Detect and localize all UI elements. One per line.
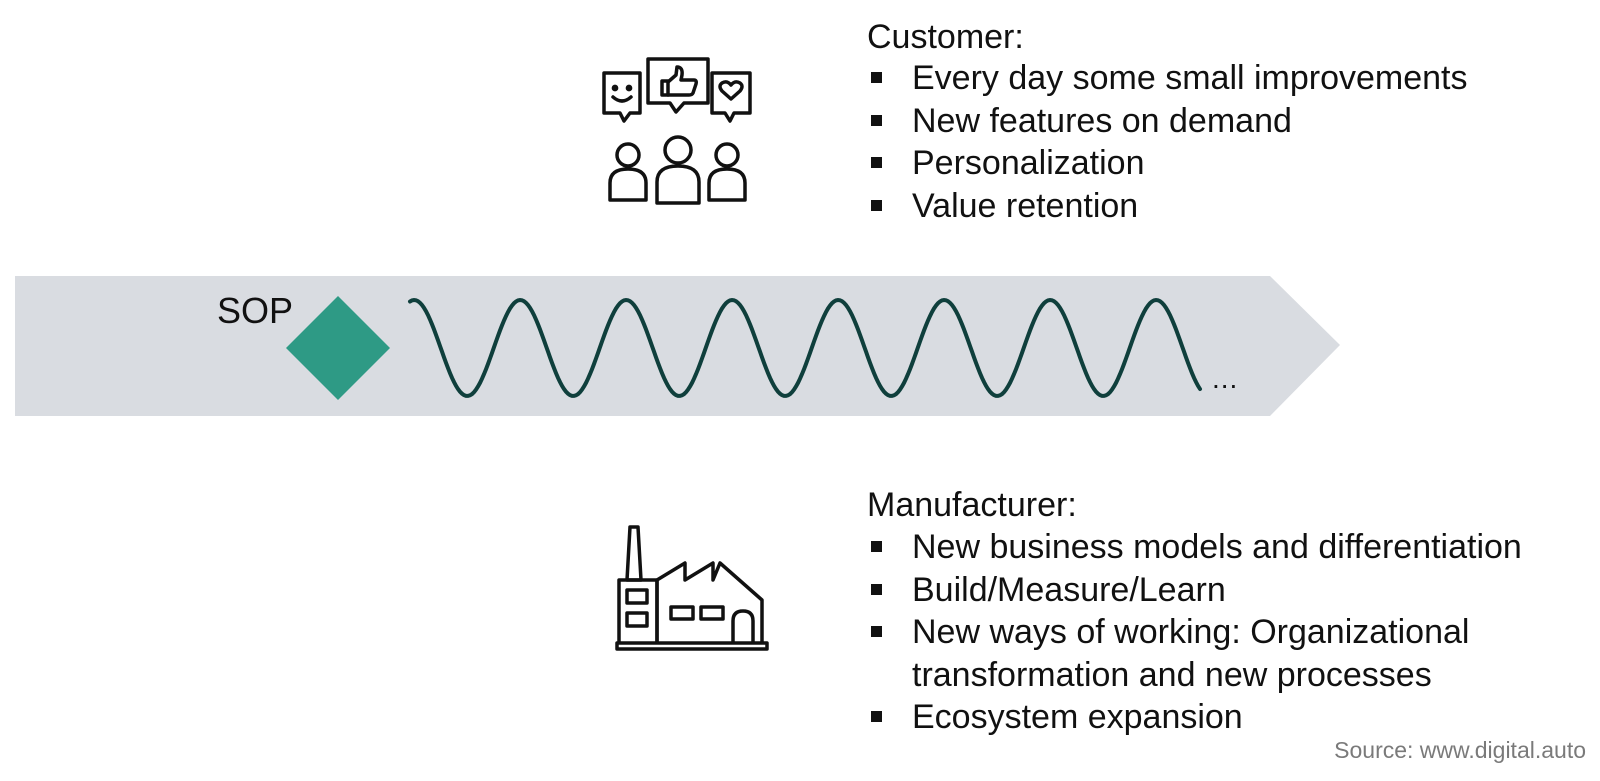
bullet-marker [871, 157, 882, 168]
list-item-text: Ecosystem expansion [912, 698, 1243, 736]
source-credit: Source: www.digital.auto [1334, 737, 1586, 763]
manufacturer-list: New business models and differentiation … [867, 526, 1522, 739]
manufacturer-heading: Manufacturer: [867, 486, 1077, 524]
bullet-marker [871, 626, 882, 637]
list-item-text: New business models and differentiation [912, 528, 1522, 566]
list-item-continuation: transformation and new processes [867, 654, 1522, 697]
list-item: New ways of working: Organizational [867, 611, 1522, 654]
list-item-text: transformation and new processes [912, 655, 1432, 694]
list-item: Build/Measure/Learn [867, 569, 1522, 612]
sop-label: SOP [217, 290, 294, 331]
list-item-text: New features on demand [912, 101, 1292, 140]
bullet-marker [871, 199, 882, 211]
continuation-ellipsis: ... [1212, 363, 1239, 394]
customer-heading: Customer: [867, 18, 1024, 56]
timeline-arrow [15, 276, 1340, 416]
wave-line [408, 297, 1202, 398]
list-item: Every day some small improvements [867, 57, 1468, 100]
bullet-marker [871, 711, 882, 722]
bullet-marker [871, 541, 882, 552]
bullet-marker [871, 114, 882, 126]
list-item: Value retention [867, 185, 1468, 228]
factory-icon [615, 525, 770, 655]
list-item: Ecosystem expansion [867, 696, 1522, 739]
list-item-text: Every day some small improvements [912, 59, 1468, 97]
list-item: New features on demand [867, 100, 1468, 143]
sop-milestone-diamond [286, 296, 390, 400]
bullet-marker [871, 72, 882, 83]
bullet-marker [871, 583, 882, 595]
list-item-text: Personalization [912, 144, 1145, 182]
list-item-text: New ways of working: Organizational [912, 613, 1470, 651]
list-item-text: Build/Measure/Learn [912, 570, 1226, 609]
list-item: New business models and differentiation [867, 526, 1522, 569]
list-item-text: Value retention [912, 186, 1139, 225]
customer-feedback-icon [600, 55, 755, 207]
list-item: Personalization [867, 142, 1468, 185]
customer-list: Every day some small improvements New fe… [867, 57, 1468, 227]
